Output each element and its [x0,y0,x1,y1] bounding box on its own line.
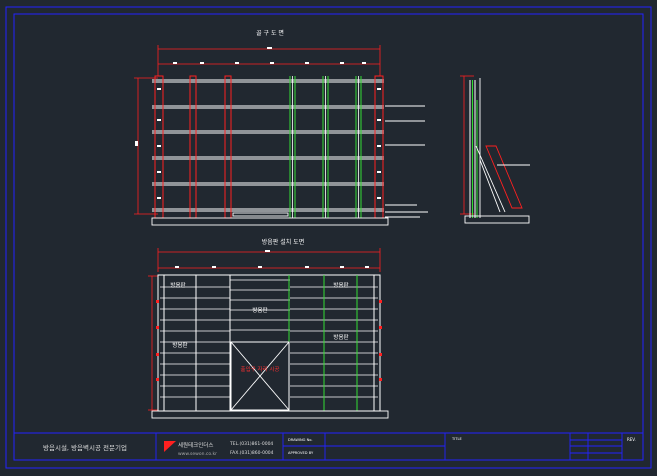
field-title: TITLE [451,437,462,441]
lower-view: 방음판 설치 도면 [148,238,389,419]
side-brace [485,145,523,209]
panel-label: 방음판 [333,333,348,341]
upper-base [151,212,389,226]
upper-view: 골 구 도 면 [134,29,428,226]
upper-posts [154,75,384,219]
lower-posts [157,274,381,412]
upper-horizontal-rails [152,79,384,212]
company-website: www.sewon.co.kr [178,451,217,457]
panel-label: 방음판 [170,281,185,289]
lower-panel-slats [160,279,378,398]
upper-dimension-marks [173,47,366,64]
lower-view-title: 방음판 설치 도면 [262,238,304,246]
lower-bolt-markers [156,300,382,381]
upper-view-title: 골 구 도 면 [256,29,284,37]
lower-opening [230,341,290,411]
side-view [460,75,530,224]
company-name: 세원테크인더스 [178,441,213,449]
drawing-frame [5,6,652,469]
lower-base [151,410,389,419]
panel-label: 방음판 [252,306,267,314]
opening-label: 출입구 자리 시공 [241,365,280,373]
lower-dimension-marks [175,250,369,268]
field-drawing-no: DRAWING No. [288,438,313,442]
project-title: 방음시설, 방음벽시공 전문기업 [43,443,127,452]
company-tel: TEL.(031)861-0004 [229,441,273,447]
field-approved-by: APPROVED BY [288,451,314,455]
panel-label: 방음판 [172,341,187,349]
upper-bolt-markers [157,88,381,199]
upper-left-dim-mark [135,141,138,146]
upper-leader-lines [385,105,428,218]
panel-label: 방음판 [333,281,348,289]
field-rev: REV. [627,437,636,442]
title-block: 방음시설, 방음벽시공 전문기업 세원테크인더스 www.sewon.co.kr… [43,433,636,460]
company-fax: FAX.(031)860-0004 [230,450,274,456]
side-base [464,215,530,224]
company-logo-icon [164,441,176,452]
